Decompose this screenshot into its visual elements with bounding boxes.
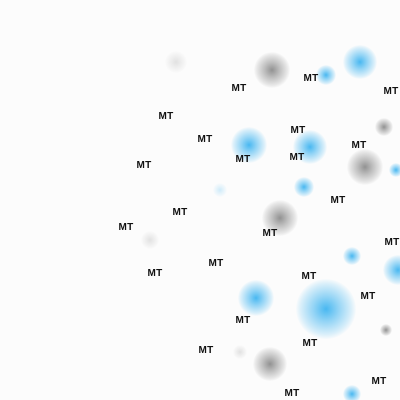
mt-marker[interactable]: MT: [158, 111, 174, 122]
gray-orb: [347, 149, 383, 185]
gray-orb: [380, 324, 392, 336]
mt-marker[interactable]: MT: [301, 271, 317, 282]
mt-marker[interactable]: MT: [284, 388, 300, 399]
blue-orb: [383, 255, 400, 285]
mt-marker[interactable]: MT: [290, 125, 306, 136]
gray-orb: [165, 51, 187, 73]
mt-marker[interactable]: MT: [383, 86, 399, 97]
mt-marker[interactable]: MT: [371, 376, 387, 387]
gray-orb: [141, 231, 159, 249]
gray-orb: [375, 118, 393, 136]
mt-marker[interactable]: MT: [231, 83, 247, 94]
mt-marker[interactable]: MT: [302, 338, 318, 349]
blue-orb: [238, 280, 274, 316]
mt-marker[interactable]: MT: [208, 258, 224, 269]
gray-orb: [262, 200, 298, 236]
gray-orb: [254, 52, 290, 88]
blue-orb: [213, 183, 227, 197]
mt-marker[interactable]: MT: [136, 160, 152, 171]
mt-marker[interactable]: MT: [235, 154, 251, 165]
blue-orb: [294, 177, 314, 197]
blue-orb: [343, 45, 377, 79]
mt-marker[interactable]: MT: [289, 152, 305, 163]
gray-orb: [233, 345, 247, 359]
gray-orb: [253, 347, 287, 381]
mt-marker[interactable]: MT: [118, 222, 134, 233]
mt-marker[interactable]: MT: [235, 315, 251, 326]
mt-marker[interactable]: MT: [172, 207, 188, 218]
blue-orb: [316, 65, 336, 85]
blue-orb: [343, 385, 361, 400]
mt-marker[interactable]: MT: [360, 291, 376, 302]
mt-marker[interactable]: MT: [198, 345, 214, 356]
blue-orb: [296, 279, 356, 339]
mt-marker[interactable]: MT: [262, 228, 278, 239]
mt-marker[interactable]: MT: [197, 134, 213, 145]
blue-orb: [231, 127, 267, 163]
blue-orb: [293, 130, 327, 164]
mt-marker[interactable]: MT: [351, 140, 367, 151]
mt-marker[interactable]: MT: [147, 268, 163, 279]
mt-marker[interactable]: MT: [330, 195, 346, 206]
mt-marker[interactable]: MT: [303, 73, 319, 84]
blue-orb: [343, 247, 361, 265]
mt-marker[interactable]: MT: [384, 237, 400, 248]
blue-orb: [389, 163, 400, 177]
